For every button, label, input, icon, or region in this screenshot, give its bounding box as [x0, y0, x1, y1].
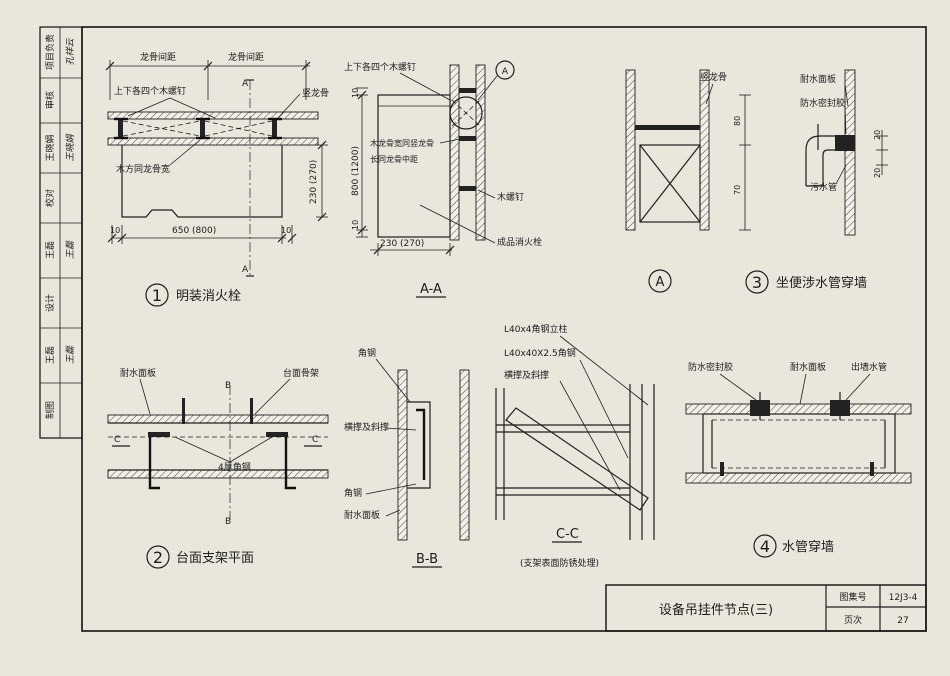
detail-a-dim-top: 80 — [733, 116, 742, 126]
section-b-bottom: B — [225, 517, 231, 527]
atlas-value: 12J3-4 — [889, 593, 918, 603]
sidebar-label-5: 王磊 — [45, 241, 56, 259]
detail-4-board: 耐水面板 — [790, 361, 826, 373]
width-dim: 650 (800) — [172, 226, 216, 236]
stud-label: 竖龙骨 — [302, 87, 329, 99]
detail-4-number-circle — [753, 534, 777, 558]
spacing-left-label: 龙骨间距 — [140, 51, 176, 63]
detail-4-sealant: 防水密封胶 — [688, 361, 733, 373]
detail-2-angle: 4厚角钢 — [218, 461, 251, 473]
cc-column: L40x4角钢立柱 — [504, 323, 568, 335]
page-value: 27 — [897, 616, 908, 626]
aa-wood-square: 木龙骨宽同竖龙骨 — [370, 138, 434, 148]
detail-4-water-pipe: 防水密封胶 耐水面板 出墙水管 4 水管穿墙 — [685, 361, 912, 558]
detail-4-pipe: 出墙水管 — [851, 361, 887, 373]
aa-depth-dim: 230 (270) — [380, 239, 424, 249]
detail-2-number-circle — [146, 545, 170, 569]
detail-4-title: 水管穿墙 — [782, 539, 834, 555]
sidebar-label-2: 审核 — [44, 91, 56, 109]
sidebar-label-8: 制图 — [44, 401, 56, 419]
atlas-label: 图集号 — [839, 591, 866, 603]
section-b-b: 角钢 横撑及斜撑 角钢 耐水面板 B-B — [344, 347, 470, 568]
depth-dim: 230 (270) — [309, 160, 319, 204]
aa-screws-label: 上下各四个木螺钉 — [344, 61, 416, 73]
section-a-top: A — [242, 79, 249, 89]
sidebar-label-4: 校对 — [44, 189, 56, 207]
sidebar-label-7: 王磊 — [45, 346, 56, 364]
detail-3-toilet-pipe: 耐水面板 防水密封胶 污水管 20 20 3 坐便涉水管穿墙 — [745, 69, 888, 294]
detail-2-board: 耐水面板 — [120, 367, 156, 379]
detail-a-callout: A — [656, 275, 665, 290]
detail-3-title: 坐便涉水管穿墙 — [776, 275, 867, 291]
aa-gap-top: 10 — [351, 88, 360, 98]
cc-title: C-C — [556, 527, 579, 542]
screws-label: 上下各四个木螺钉 — [114, 85, 186, 97]
aa-screw-label: 木螺钉 — [497, 191, 524, 203]
detail-3-sealant: 防水密封胶 — [800, 97, 845, 109]
detail-3-number: 3 — [752, 273, 762, 292]
detail-2-number: 2 — [153, 548, 163, 567]
section-c-right: C — [312, 435, 318, 445]
title-block: 设备吊挂件节点(三) 图集号 12J3-4 页次 27 — [605, 584, 927, 632]
detail-4-number: 4 — [760, 537, 770, 556]
aa-height-dim: 800 (1200) — [351, 146, 361, 196]
section-a-a: A 上下各四个木螺钉 木龙骨宽同竖龙骨 长同龙骨中距 木螺钉 成品消火栓 10 … — [344, 60, 542, 298]
aa-gap-bottom: 10 — [351, 220, 360, 230]
detail-a: 竖龙骨 80 70 A — [625, 69, 751, 293]
detail-1-number-circle — [145, 283, 169, 307]
detail-2-frame: 台面骨架 — [283, 367, 319, 379]
gap-left-dim: 10 — [110, 226, 120, 235]
aa-title: A-A — [420, 282, 442, 297]
callout-a-label: A — [502, 67, 509, 77]
detail-3-board: 耐水面板 — [800, 73, 836, 85]
sidebar-signature-3: 王晓娟 — [65, 134, 76, 162]
section-c-c: L40x4角钢立柱 L40x40X2.5角钢 横撑及斜撑 C-C (支架表面防锈… — [495, 323, 655, 569]
cc-angle: L40x40X2.5角钢 — [504, 347, 576, 359]
aa-wood-len: 长同龙骨中距 — [370, 154, 418, 164]
detail-1-number: 1 — [152, 286, 162, 305]
bb-brace: 横撑及斜撑 — [344, 421, 389, 433]
sidebar-signature-1: 孔祥云 — [65, 38, 76, 66]
gap-right-dim: 10 — [281, 226, 291, 235]
sidebar-label-3: 王晓娟 — [44, 134, 56, 161]
sidebar-signature-5: 王磊 — [65, 240, 76, 259]
detail-2-counter-bracket: B B C C 耐水面板 台面骨架 4厚角钢 2 台面支架平面 — [107, 367, 329, 569]
sheet-title: 设备吊挂件节点(三) — [659, 602, 773, 618]
aa-cabinet-label: 成品消火栓 — [497, 236, 542, 248]
detail-1-title: 明装消火栓 — [176, 289, 241, 304]
spacing-right-label: 龙骨间距 — [228, 51, 264, 63]
cc-note: (支架表面防锈处理) — [520, 557, 599, 569]
detail-3-dim-top: 20 — [873, 130, 882, 140]
bb-board: 耐水面板 — [344, 509, 380, 521]
detail-a-circle — [648, 269, 672, 293]
detail-1-surface-hydrant: 龙骨间距 龙骨间距 上下各四个木螺钉 竖龙骨 木方同龙骨宽 A — [105, 51, 329, 307]
bb-angle-bottom: 角钢 — [344, 487, 362, 499]
signature-sidebar: 项目负责 孔祥云 审核 王晓娟 王晓娟 校对 王磊 王磊 设计 王磊 王磊 制图 — [39, 26, 83, 439]
detail-3-pipe: 污水管 — [810, 181, 837, 193]
bb-angle-top: 角钢 — [358, 347, 376, 359]
bb-title: B-B — [416, 552, 438, 567]
sidebar-label-6: 设计 — [44, 294, 56, 312]
page-label: 页次 — [844, 614, 862, 626]
section-b-top: B — [225, 381, 231, 391]
detail-a-dim-bottom: 70 — [733, 185, 742, 195]
sidebar-label-1: 项目负责 — [44, 34, 56, 70]
section-a-bottom: A — [242, 265, 249, 275]
detail-3-number-circle — [745, 270, 769, 294]
detail-a-stud: 竖龙骨 — [700, 71, 727, 83]
wood-square-label: 木方同龙骨宽 — [116, 163, 170, 175]
sidebar-signature-7: 王磊 — [65, 345, 76, 364]
callout-a-circle — [495, 60, 515, 80]
detail-2-title: 台面支架平面 — [176, 551, 254, 566]
section-c-left: C — [114, 435, 120, 445]
cc-brace: 横撑及斜撑 — [504, 369, 549, 381]
detail-3-dim-bottom: 20 — [873, 168, 882, 178]
